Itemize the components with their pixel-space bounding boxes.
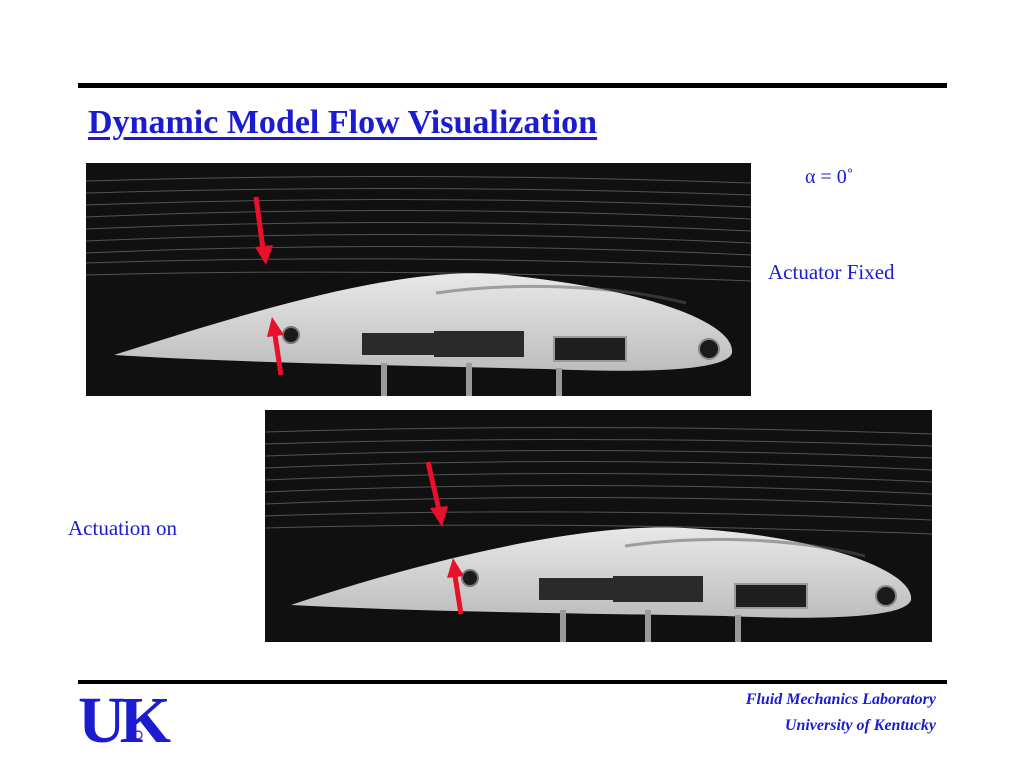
red-arrow-up — [267, 317, 284, 376]
footer-lab: Fluid Mechanics Laboratory — [745, 691, 936, 708]
actuation-on-label: Actuation on — [68, 516, 178, 540]
slide-title: Dynamic Model Flow Visualization — [88, 104, 598, 141]
svg-text:UK: UK — [78, 686, 171, 746]
flow-photo-actuation-on — [265, 410, 932, 642]
red-arrow-down — [253, 196, 273, 265]
footer-university: University of Kentucky — [784, 717, 936, 734]
actuator-fixed-label: Actuator Fixed — [768, 260, 895, 284]
bottom-rule — [78, 680, 947, 684]
red-arrow-down — [425, 461, 448, 527]
flow-photo-actuator-fixed — [86, 163, 751, 396]
red-arrow-up — [447, 558, 464, 615]
alpha-label: α = 0˚ — [805, 166, 854, 188]
uk-logo: UK — [78, 684, 200, 757]
top-rule — [78, 83, 947, 88]
